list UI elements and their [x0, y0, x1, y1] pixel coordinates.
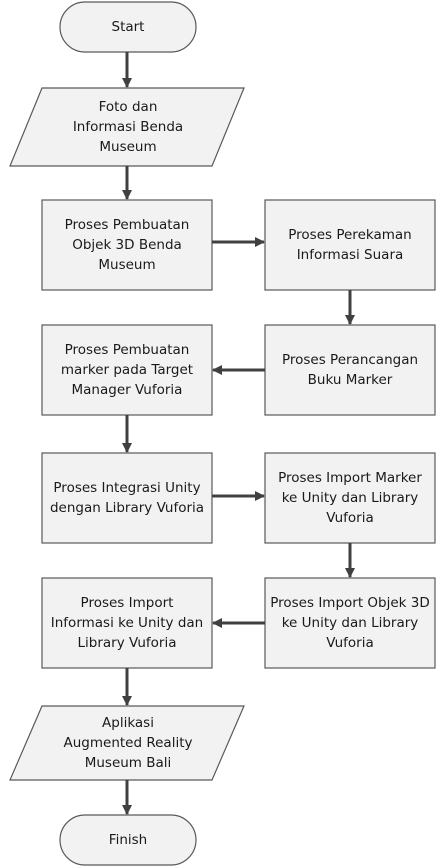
process-import-info-box: [41, 577, 213, 669]
make-3d-label: Proses Pembuatan Objek 3D Benda Museum: [64, 216, 190, 274]
integrate-unity-label: Proses Integrasi Unity dengan Library Vu…: [49, 479, 205, 516]
input-photo-parallelogram: [9, 87, 245, 167]
design-book-label: Proses Perancangan Buku Marker: [281, 351, 419, 388]
import-info-label: Proses Import Informasi ke Unity dan Lib…: [50, 594, 204, 652]
output-app-parallelogram: [9, 705, 245, 781]
make-marker-label: Proses Pembuatan marker pada Target Mana…: [60, 341, 194, 399]
import-3d-label: Proses Import Objek 3D ke Unity dan Libr…: [270, 594, 430, 652]
finish-terminator: [59, 814, 197, 866]
start-label: Start: [111, 18, 145, 35]
record-audio-label: Proses Perekaman Informasi Suara: [288, 226, 412, 263]
process-import-marker-box: [264, 452, 436, 544]
process-make-3d-box: [41, 199, 213, 291]
input-photo-label: Foto dan Informasi Benda Museum: [72, 98, 184, 156]
output-app-label: Aplikasi Augmented Reality Museum Bali: [63, 714, 193, 772]
finish-label: Finish: [108, 831, 148, 848]
process-record-audio-box: [264, 199, 436, 291]
import-marker-label: Proses Import Marker ke Unity dan Librar…: [278, 469, 422, 527]
process-import-3d-box: [264, 577, 436, 669]
process-integrate-unity-box: [41, 452, 213, 544]
